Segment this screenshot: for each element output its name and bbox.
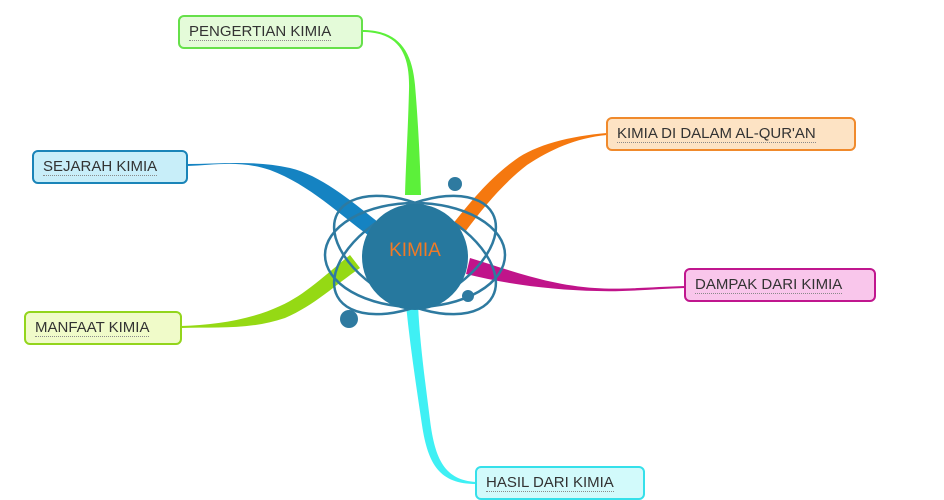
center-node-kimia[interactable] bbox=[362, 204, 468, 310]
topic-kimia-di-dalam-al-quran[interactable]: KIMIA DI DALAM AL-QUR'AN bbox=[606, 117, 856, 151]
topic-manfaat-kimia[interactable]: MANFAAT KIMIA bbox=[24, 311, 182, 345]
branch-dampak-dari-kimia bbox=[466, 258, 685, 292]
center-label: KIMIA bbox=[389, 240, 441, 261]
branch-hasil-dari-kimia bbox=[406, 305, 476, 484]
branch-sejarah-kimia bbox=[187, 163, 378, 235]
branch-pengertian-kimia bbox=[362, 30, 421, 195]
topic-label: MANFAAT KIMIA bbox=[35, 319, 150, 337]
topic-sejarah-kimia[interactable]: SEJARAH KIMIA bbox=[32, 150, 188, 184]
electron-icon bbox=[462, 290, 474, 302]
branch-kimia-di-dalam-al-quran bbox=[452, 133, 607, 232]
topic-hasil-dari-kimia[interactable]: HASIL DARI KIMIA bbox=[475, 466, 645, 500]
topic-pengertian-kimia[interactable]: PENGERTIAN KIMIA bbox=[178, 15, 363, 49]
topic-label: SEJARAH KIMIA bbox=[43, 158, 158, 176]
topic-label: KIMIA DI DALAM AL-QUR'AN bbox=[617, 125, 816, 143]
electron-icon bbox=[340, 310, 358, 328]
topic-label: DAMPAK DARI KIMIA bbox=[695, 276, 843, 294]
topic-label: HASIL DARI KIMIA bbox=[486, 474, 614, 492]
branch-manfaat-kimia bbox=[181, 255, 360, 328]
electron-icon bbox=[448, 177, 462, 191]
topic-label: PENGERTIAN KIMIA bbox=[189, 23, 332, 41]
atom-icon bbox=[323, 177, 507, 328]
topic-dampak-dari-kimia[interactable]: DAMPAK DARI KIMIA bbox=[684, 268, 876, 302]
